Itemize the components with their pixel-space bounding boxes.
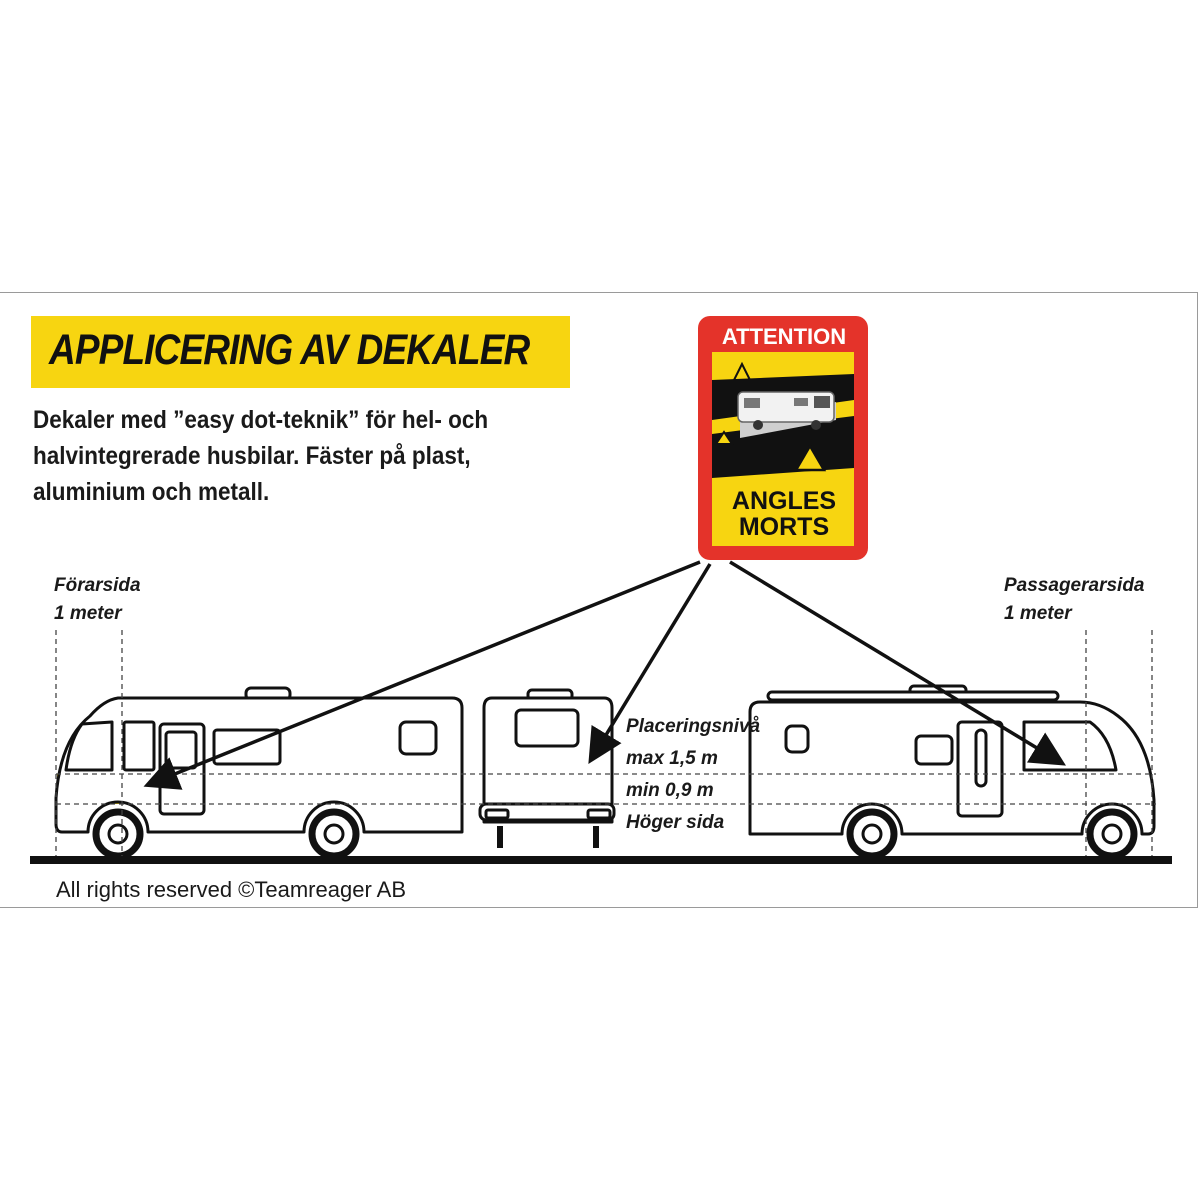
description-line-1: Dekaler med ”easy dot-teknik” för hel- o… [33, 406, 489, 434]
placement-label-line-4: Höger sida [626, 812, 725, 833]
description-line-2: halvintegrerade husbilar. Fäster på plas… [33, 442, 471, 470]
placement-level-label: Placeringsnivå max 1,5 m min 0,9 m Höger… [626, 711, 760, 839]
right-side-label-line-1: Passagerarsida [1004, 575, 1145, 596]
warning-triangle-icon [714, 361, 827, 472]
page-title: APPLICERING AV DEKALER [49, 326, 530, 374]
left-motorhome-icon [54, 686, 464, 834]
copyright-notice: All rights reserved ©Teamreager AB [56, 877, 407, 902]
placement-label-line-1: Placeringsnivå [626, 716, 761, 737]
left-motorhome-wheels-icon [92, 808, 360, 860]
blind-spot-decal: ATTENTION ANGLES MORTS [698, 316, 868, 560]
rear-motorhome-icon [478, 688, 616, 848]
right-side-label-line-2: 1 meter [1004, 603, 1072, 624]
left-side-label-line-1: Förarsida [54, 575, 141, 596]
decal-bottom-line-2: MORTS [739, 513, 829, 541]
ground-line [30, 856, 1172, 864]
description-line-3: aluminium och metall. [33, 478, 270, 506]
decal-top-text: ATTENTION [722, 324, 846, 349]
diagram-frame [0, 292, 1198, 908]
placement-label-line-2: max 1,5 m [626, 748, 718, 769]
right-side-label: Passagerarsida 1 meter [1004, 572, 1145, 628]
left-side-label: Förarsida 1 meter [54, 572, 141, 628]
decal-bottom-line-1: ANGLES [732, 487, 836, 515]
title-banner [31, 316, 570, 388]
right-motorhome-icon [748, 684, 1156, 836]
description: Dekaler med ”easy dot-teknik” för hel- o… [33, 402, 553, 510]
placement-guide-lines [55, 630, 1156, 860]
placement-label-line-3: min 0,9 m [626, 780, 714, 801]
motorhome-illustration-icon [737, 391, 836, 438]
pointer-arrows [143, 560, 1066, 790]
left-side-label-line-2: 1 meter [54, 603, 122, 624]
